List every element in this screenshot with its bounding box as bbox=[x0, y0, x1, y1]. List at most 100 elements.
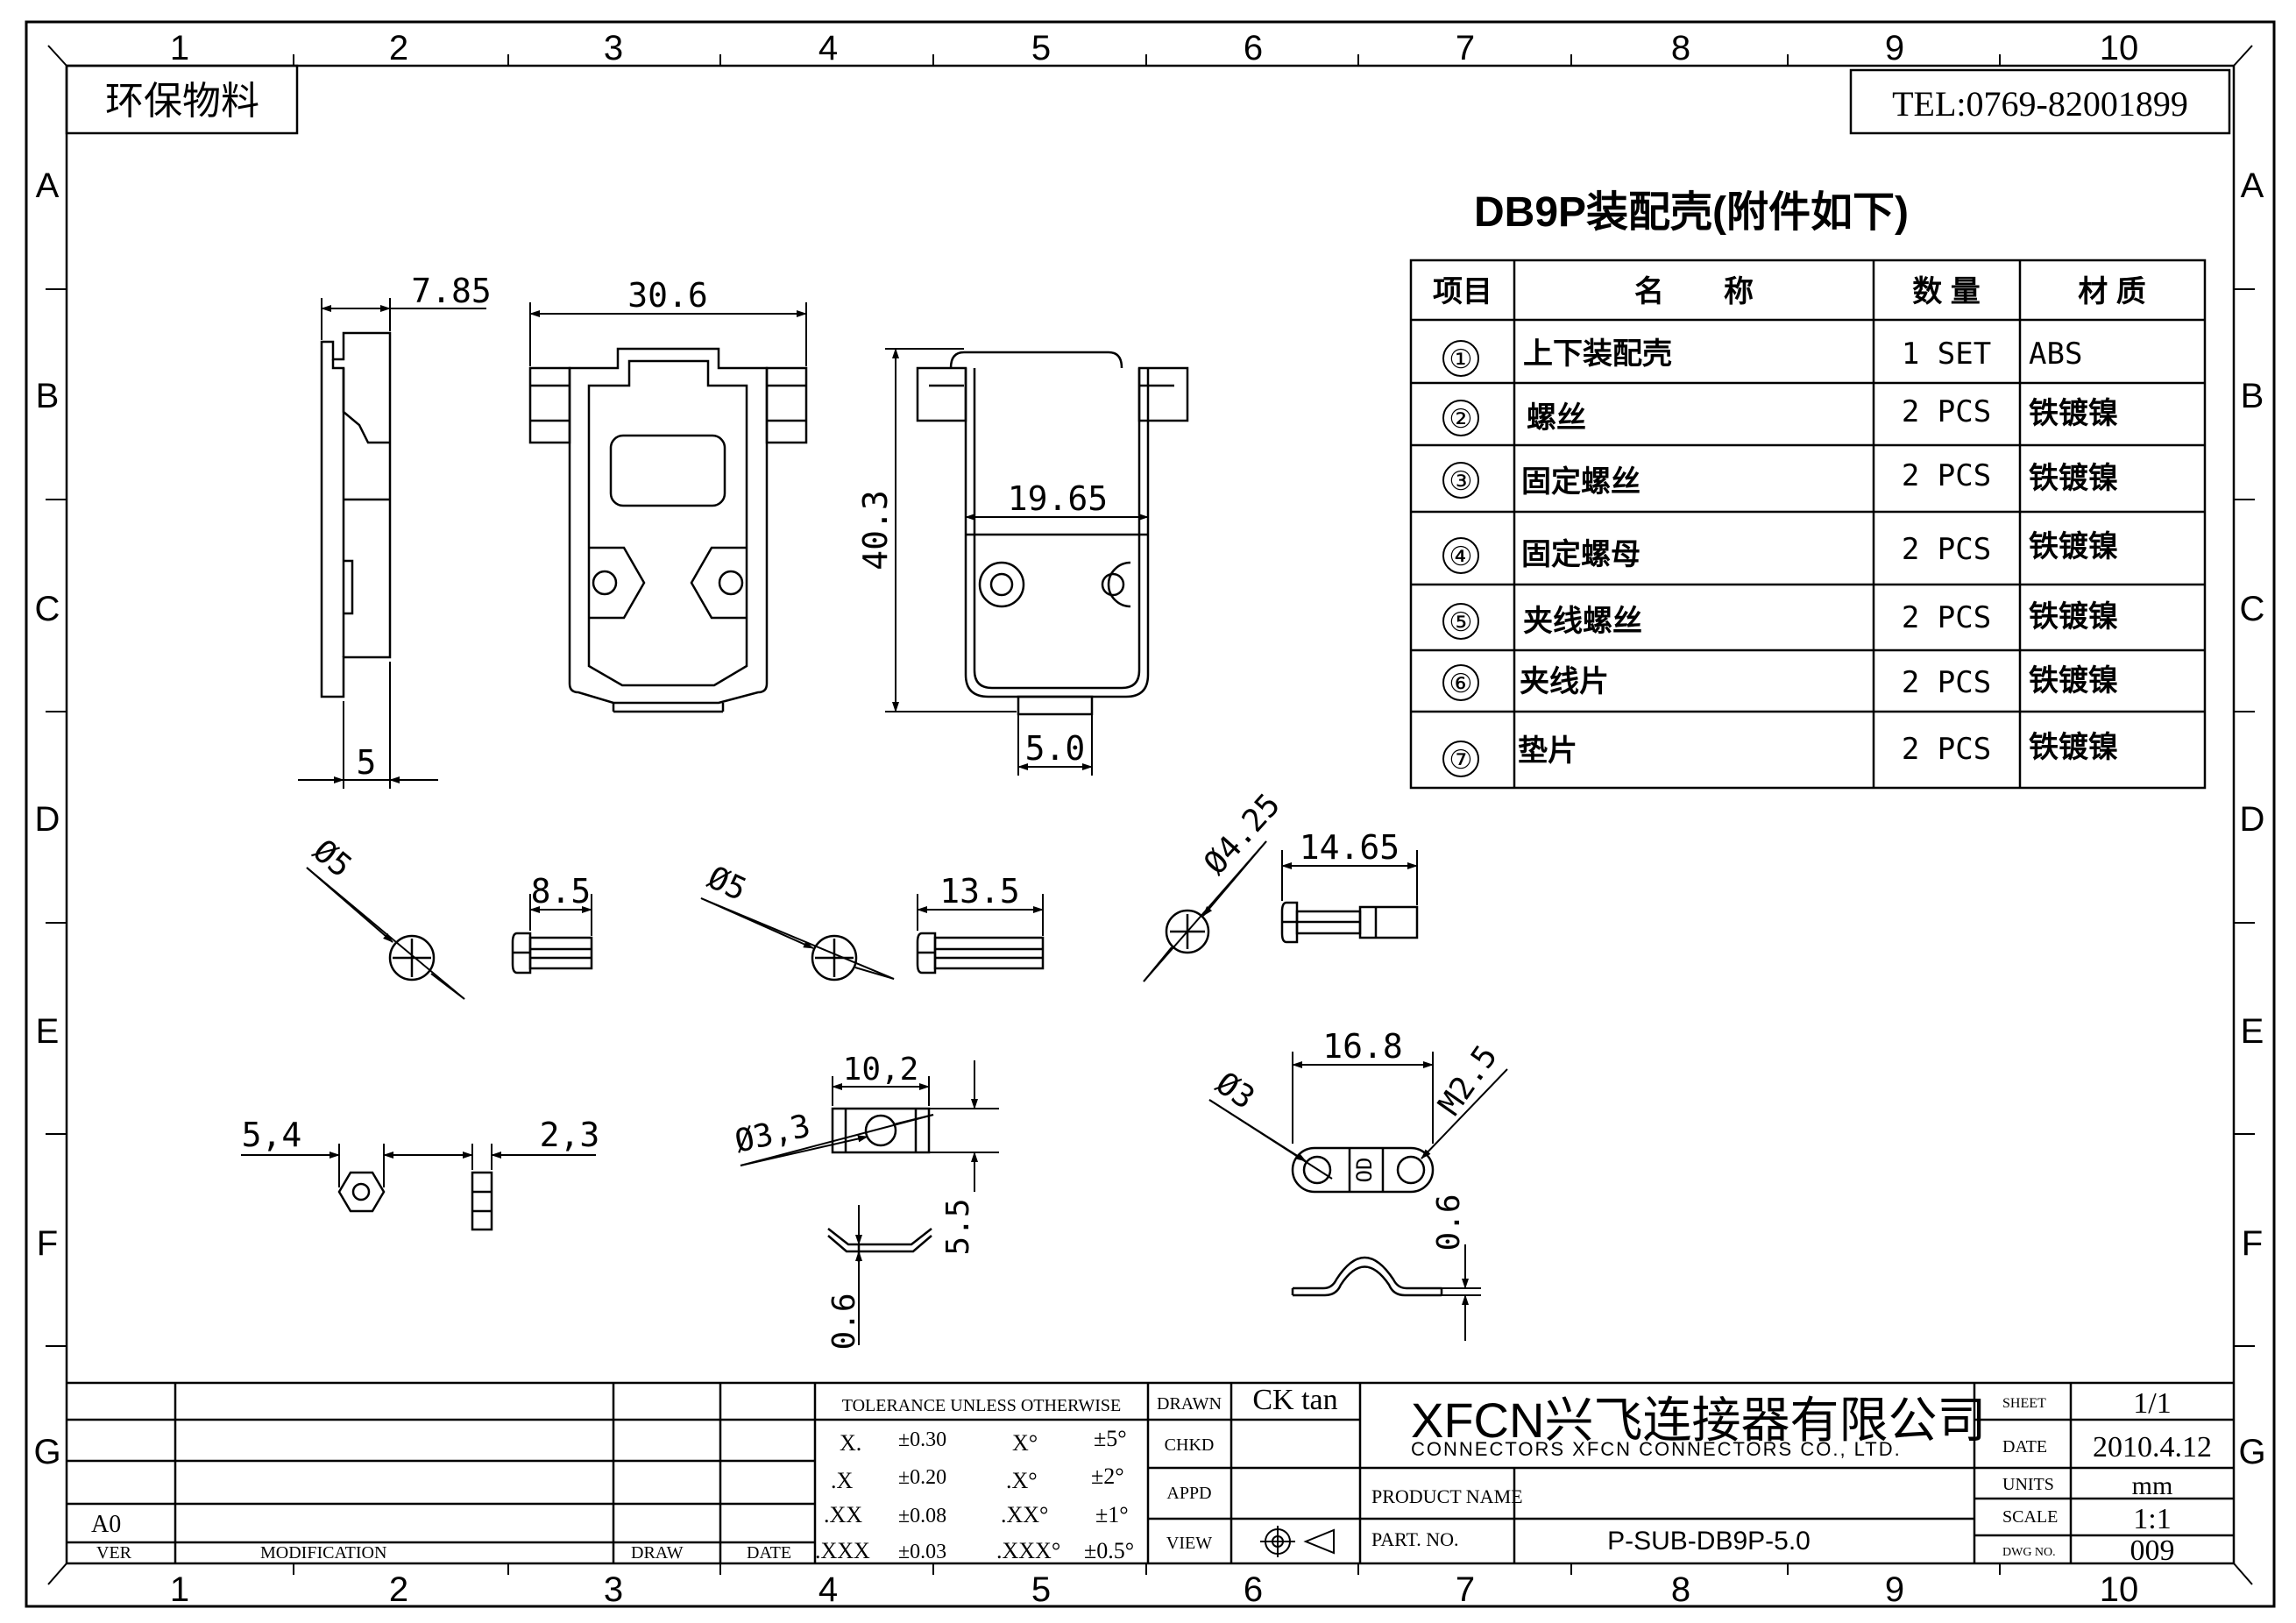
screw-1-side bbox=[511, 932, 593, 975]
dim-screw-3-len bbox=[1281, 850, 1418, 905]
zone-col: 9 bbox=[1885, 1570, 1904, 1609]
scale-value: 1:1 bbox=[2133, 1503, 2171, 1535]
dim-screw-1-len bbox=[529, 894, 592, 936]
dim-screw-1-dia bbox=[306, 867, 465, 1000]
tol-val: ±0.20 bbox=[898, 1466, 946, 1489]
row-qty: 2 PCS bbox=[1902, 532, 1991, 567]
row-no: ⑦ bbox=[1449, 746, 1473, 775]
units-value: mm bbox=[2132, 1471, 2173, 1500]
tol-angle-val: ±0.5° bbox=[1084, 1538, 1134, 1563]
company-sub: CONNECTORS XFCN CONNECTORS CO., LTD. bbox=[1411, 1438, 1902, 1460]
parts-table bbox=[1409, 259, 2207, 790]
tol-angle-val: ±5° bbox=[1094, 1426, 1127, 1451]
zone-row: C bbox=[35, 590, 60, 628]
zone-col: 5 bbox=[1031, 29, 1051, 67]
washer-top bbox=[1291, 1146, 1435, 1194]
zone-row: E bbox=[36, 1012, 60, 1051]
zone-col: 10 bbox=[2100, 1570, 2139, 1609]
row-name: 夹线螺丝 bbox=[1523, 605, 1642, 638]
row-material: 铁镀镍 bbox=[2029, 731, 2118, 764]
row-material: 铁镀镍 bbox=[2029, 397, 2118, 430]
dwg-value: 009 bbox=[2130, 1534, 2175, 1567]
dim-washer-len bbox=[1292, 1052, 1434, 1144]
sheet-value: 1/1 bbox=[2133, 1387, 2171, 1420]
zone-col: 3 bbox=[604, 1570, 623, 1609]
row-qty: 2 PCS bbox=[1902, 394, 1991, 429]
row-name: 上下装配壳 bbox=[1523, 337, 1672, 371]
zone-col: 7 bbox=[1456, 1570, 1475, 1609]
tol-angle-key: .XXX° bbox=[996, 1538, 1060, 1563]
zone-row: A bbox=[36, 167, 60, 205]
row-name: 固定螺丝 bbox=[1521, 465, 1641, 499]
tol-val: ±0.30 bbox=[898, 1428, 946, 1451]
row-no: ③ bbox=[1449, 467, 1473, 496]
cable-clip-side bbox=[827, 1228, 932, 1262]
row-material: 铁镀镍 bbox=[2029, 664, 2118, 698]
tolerance-title: TOLERANCE UNLESS OTHERWISE bbox=[842, 1396, 1122, 1415]
dim-back-tab bbox=[1017, 714, 1093, 776]
dim-side-bottom-label: 5 bbox=[357, 743, 377, 782]
dim-washer-thick-label: 0.6 bbox=[1431, 1194, 1467, 1251]
projection-symbol bbox=[1260, 1526, 1335, 1557]
parts-table-title: DB9P装配壳(附件如下) bbox=[1474, 189, 1909, 236]
zone-row: B bbox=[36, 377, 60, 415]
col-item: 项目 bbox=[1433, 275, 1492, 308]
tol-angle-val: ±1° bbox=[1095, 1502, 1129, 1527]
dim-washer-thread-label: M2.5 bbox=[1432, 1039, 1505, 1123]
screw-2-head bbox=[811, 934, 858, 982]
zone-col: 2 bbox=[389, 1570, 408, 1609]
shell-back-view bbox=[916, 351, 1189, 716]
zone-row: D bbox=[2240, 800, 2265, 839]
zone-row: D bbox=[35, 800, 60, 839]
units-label: UNITS bbox=[2002, 1475, 2054, 1494]
screw-1-head bbox=[388, 934, 436, 982]
row-material: 铁镀镍 bbox=[2029, 600, 2118, 634]
drawn-value: CK tan bbox=[1252, 1384, 1337, 1416]
company-name: XFCN兴飞连接器有限公司 bbox=[1411, 1393, 1986, 1448]
sheet-label: SHEET bbox=[2002, 1396, 2046, 1411]
dim-nut-width bbox=[241, 1144, 447, 1187]
dim-back-tab-label: 5.0 bbox=[1025, 729, 1086, 768]
col-material: 材 质 bbox=[2078, 275, 2145, 308]
cable-clip-top bbox=[831, 1107, 931, 1154]
dim-clip-height-label: 5.5 bbox=[940, 1198, 976, 1255]
date-value: 2010.4.12 bbox=[2093, 1431, 2212, 1464]
dim-screw-1-dia-label: Ø5 bbox=[306, 833, 358, 884]
appd-label: APPD bbox=[1166, 1484, 1211, 1503]
dim-clip-width-label: 10,2 bbox=[843, 1052, 919, 1088]
product-name-label: PRODUCT NAME bbox=[1371, 1485, 1523, 1507]
parts-table-rows: ① ② ③ ④ ⑤ ⑥ ⑦ 上下装配壳 螺丝 固定螺丝 固定螺母 夹线螺丝 夹线… bbox=[1442, 337, 2118, 777]
shell-front-view bbox=[528, 347, 808, 713]
tol-key: X. bbox=[840, 1430, 861, 1456]
drawn-label: DRAWN bbox=[1157, 1394, 1222, 1414]
zone-rows: A B C D E F G A B C D E F G bbox=[33, 167, 2265, 1471]
sheet-frame bbox=[25, 20, 2276, 1608]
tol-key: .XXX bbox=[815, 1538, 870, 1563]
zone-row: F bbox=[37, 1224, 58, 1263]
dim-clip-width bbox=[832, 1076, 930, 1106]
row-no: ⑤ bbox=[1449, 608, 1473, 637]
washer-mark: OD bbox=[1352, 1158, 1377, 1183]
zone-col: 6 bbox=[1244, 1570, 1263, 1609]
part-no-label: PART. NO. bbox=[1371, 1528, 1459, 1550]
dwg-label: DWG NO. bbox=[2002, 1546, 2056, 1559]
row-material: ABS bbox=[2029, 337, 2082, 372]
row-qty: 2 PCS bbox=[1902, 665, 1991, 700]
tolerance-table: X. ±0.30 X° ±5° .X ±0.20 .X° ±2° .XX ±0.… bbox=[815, 1426, 1134, 1563]
zone-col: 8 bbox=[1671, 1570, 1690, 1609]
dim-washer-thick bbox=[1442, 1244, 1481, 1341]
eco-tag: 环保物料 bbox=[65, 64, 299, 135]
row-material: 铁镀镍 bbox=[2029, 462, 2118, 495]
nut-side bbox=[471, 1171, 493, 1231]
dim-washer-hole bbox=[1208, 1099, 1333, 1180]
zone-row: G bbox=[33, 1433, 60, 1471]
zone-row: B bbox=[2241, 377, 2264, 415]
dim-side-width-label: 7.85 bbox=[411, 272, 492, 310]
row-qty: 2 PCS bbox=[1902, 600, 1991, 635]
nut-front bbox=[337, 1171, 386, 1213]
screw-3-side bbox=[1280, 901, 1419, 944]
zone-col: 10 bbox=[2100, 29, 2139, 67]
zone-row: G bbox=[2238, 1433, 2265, 1471]
row-no: ① bbox=[1449, 345, 1473, 374]
